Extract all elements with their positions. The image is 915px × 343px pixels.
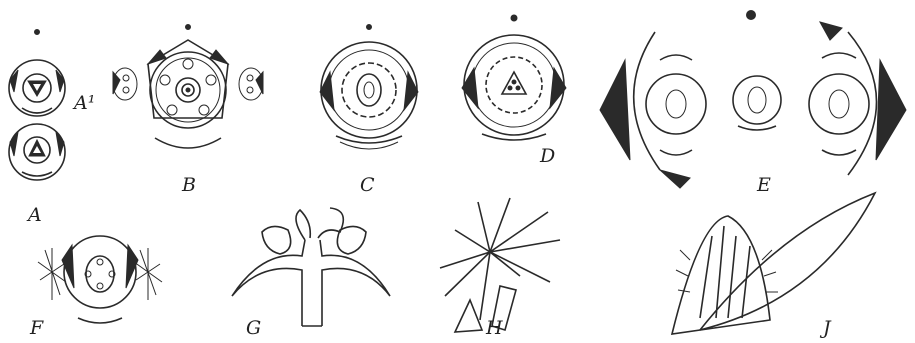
diagram-E <box>600 11 906 189</box>
diagram-J <box>672 193 875 334</box>
diagram-B <box>113 25 263 149</box>
diagram-C <box>320 25 418 150</box>
label-D: D <box>539 145 555 167</box>
diagram-G <box>232 208 390 326</box>
diagram-H <box>440 198 560 332</box>
label-B: B <box>181 174 196 196</box>
label-H: H <box>485 317 503 339</box>
diagram-D <box>462 15 566 140</box>
diagram-A1 <box>9 30 65 117</box>
label-A1: A¹ <box>72 92 95 114</box>
label-E: E <box>756 174 771 196</box>
label-J: J <box>819 317 832 339</box>
label-G: G <box>246 317 261 339</box>
label-F: F <box>29 317 44 339</box>
label-A: A <box>26 204 42 226</box>
diagram-F <box>38 236 162 323</box>
label-C: C <box>360 174 375 196</box>
diagram-A <box>9 124 65 180</box>
